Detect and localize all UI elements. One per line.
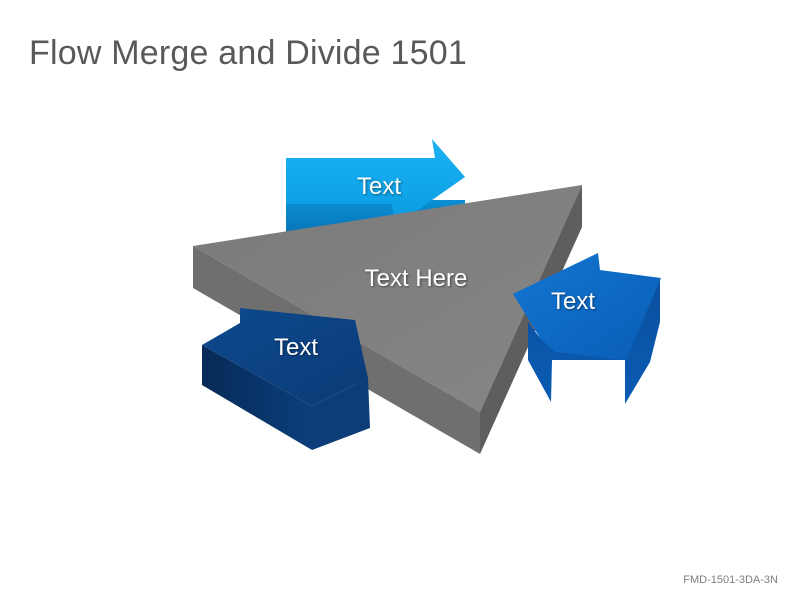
center-triangle-top <box>193 185 582 412</box>
arrow-left-front-side <box>312 378 370 450</box>
arrow-top-face <box>286 139 465 226</box>
arrow-right-face <box>513 253 661 360</box>
arrow-right-label: Text <box>550 288 596 315</box>
center-label: Text Here <box>364 265 468 292</box>
arrow-left-side <box>202 345 312 450</box>
arrow-top-label: Text <box>356 173 402 200</box>
page-title: Flow Merge and Divide 1501 <box>29 34 467 72</box>
arrow-left <box>202 308 370 450</box>
arrow-left-label: Text <box>273 334 319 361</box>
arrow-left-face <box>202 308 368 406</box>
slide-code: FMD-1501-3DA-3N <box>683 574 778 586</box>
arrow-right <box>513 253 661 404</box>
